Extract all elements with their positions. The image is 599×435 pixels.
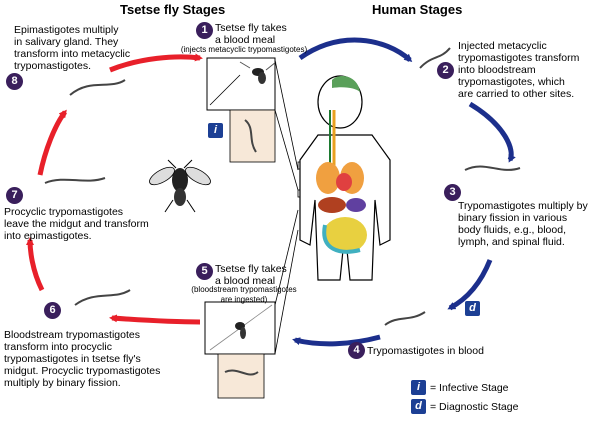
arrow-4-to-5 bbox=[292, 334, 381, 347]
step5-trypomastigote-inset bbox=[217, 353, 265, 399]
human-stages-header: Human Stages bbox=[372, 2, 463, 17]
legend-infective-label: = Infective Stage bbox=[430, 382, 509, 394]
parasite-step4 bbox=[384, 311, 426, 326]
arrow-2-to-3 bbox=[468, 101, 516, 163]
step5-fly-bite-illustration bbox=[204, 301, 276, 355]
step-4-badge: 4 bbox=[348, 342, 365, 359]
parasite-step8 bbox=[69, 79, 126, 96]
parasite-step7 bbox=[44, 177, 106, 184]
arrow-1-to-2 bbox=[298, 37, 413, 62]
step-1-note: (injects metacyclic trypomastigotes) bbox=[180, 45, 308, 54]
tsetse-stages-header: Tsetse fly Stages bbox=[120, 2, 226, 17]
step-5-badge: 5 bbox=[196, 263, 213, 280]
legend-infective-symbol: i bbox=[411, 380, 426, 395]
parasite-step6 bbox=[74, 289, 131, 306]
arrow-8-to-1 bbox=[109, 53, 203, 73]
step1-fly-bite-illustration bbox=[206, 57, 277, 111]
legend-diagnostic-label: = Diagnostic Stage bbox=[430, 401, 519, 413]
step1-trypomastigote-inset bbox=[229, 109, 276, 163]
step-8-badge: 8 bbox=[6, 73, 23, 90]
diagnostic-stage-marker: d bbox=[465, 301, 480, 316]
step-4-text: Trypomastigotes in blood bbox=[367, 345, 484, 357]
parasite-step3 bbox=[464, 165, 521, 171]
arrow-5-to-6 bbox=[109, 314, 201, 325]
legend-diagnostic-symbol: d bbox=[411, 399, 426, 414]
human-body-illustration bbox=[299, 75, 391, 281]
step-1-badge: 1 bbox=[196, 22, 213, 39]
step-5-title: Tsetse fly takes a blood meal bbox=[215, 263, 287, 287]
step-8-text: Epimastigotes multiply in salivary gland… bbox=[14, 24, 131, 72]
step-7-text: Procyclic trypomastigotes leave the midg… bbox=[4, 206, 149, 242]
step-3-text: Trypomastigotes multiply by binary fissi… bbox=[458, 200, 588, 248]
step-1-title: Tsetse fly takes a blood meal bbox=[215, 22, 287, 46]
tsetse-fly-illustration bbox=[149, 159, 211, 213]
step-6-badge: 6 bbox=[44, 302, 61, 319]
step-5-note: (bloodstream trypomastigotes are ingeste… bbox=[191, 285, 297, 304]
parasite-step2 bbox=[419, 47, 451, 69]
step-6-text: Bloodstream trypomastigotes transform in… bbox=[4, 329, 161, 389]
step-3-badge: 3 bbox=[444, 184, 461, 201]
arrow-3-to-4 bbox=[447, 259, 493, 311]
step-2-text: Injected metacyclic trypomastigotes tran… bbox=[458, 40, 580, 100]
arrow-6-to-7 bbox=[26, 237, 45, 292]
step-7-badge: 7 bbox=[6, 187, 23, 204]
infective-stage-marker: i bbox=[208, 123, 223, 138]
arrow-7-to-8 bbox=[37, 109, 68, 176]
step-2-badge: 2 bbox=[437, 62, 454, 79]
